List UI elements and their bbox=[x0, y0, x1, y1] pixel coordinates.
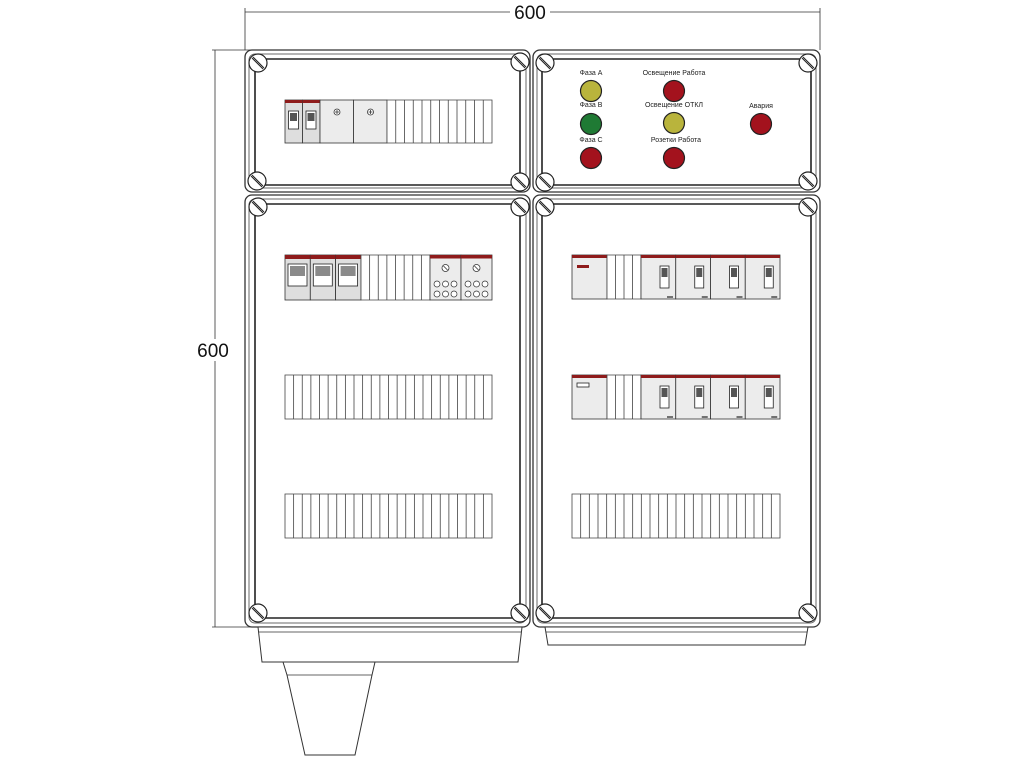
lamp-label: Освещение ОТКЛ bbox=[645, 102, 703, 109]
screw bbox=[798, 53, 818, 73]
dimension-label-bg bbox=[510, 2, 550, 22]
lamp-lighting-on: Освещение Работа bbox=[643, 69, 706, 103]
enclosure-frame-inner bbox=[248, 198, 527, 624]
circuit-breaker bbox=[284, 99, 303, 144]
indicator-lamp bbox=[579, 146, 603, 170]
base-plinth bbox=[544, 626, 809, 646]
terminal-screw bbox=[433, 280, 441, 288]
terminal-screw bbox=[481, 280, 489, 288]
indicator-lamp bbox=[662, 146, 686, 170]
blank-modules bbox=[606, 254, 642, 300]
lamp-label: Фаза В bbox=[580, 102, 603, 109]
circuit-breaker bbox=[710, 254, 746, 300]
screw bbox=[798, 171, 818, 191]
enclosure-frame-inner bbox=[536, 198, 817, 624]
rcd-device bbox=[571, 374, 608, 420]
screw bbox=[247, 171, 267, 191]
lamp-phase-b: Фаза В bbox=[579, 102, 603, 136]
lamp-lighting-off: Освещение ОТКЛ bbox=[645, 102, 703, 135]
indicator-lamp bbox=[662, 79, 686, 103]
indicator-lamp bbox=[579, 112, 603, 136]
enclosure-frame-inner bbox=[536, 53, 817, 189]
modular-device bbox=[319, 99, 354, 144]
screw bbox=[798, 197, 818, 217]
screw bbox=[510, 197, 530, 217]
terminal-screw bbox=[481, 290, 489, 298]
din-rail-bottom-left-1 bbox=[284, 254, 493, 301]
circuit-breaker bbox=[302, 99, 321, 144]
blank-modules-bottom-left-2 bbox=[284, 374, 493, 420]
terminal-screw bbox=[442, 290, 449, 298]
lamp-phase-c: Фаза С bbox=[579, 137, 603, 170]
enclosure-frame-inner bbox=[248, 53, 527, 189]
terminal-device bbox=[429, 254, 462, 301]
circuit-breaker bbox=[675, 374, 711, 420]
indicator-lamp bbox=[749, 112, 773, 136]
base-plinth bbox=[257, 626, 523, 663]
circuit-breaker bbox=[675, 254, 711, 300]
din-rail-bottom-right-1 bbox=[571, 254, 781, 300]
terminal-screw bbox=[473, 290, 480, 298]
screw bbox=[510, 603, 530, 623]
cable-gland bbox=[282, 661, 376, 756]
rcd-device bbox=[571, 254, 608, 300]
lamp-sockets-on: Розетки Работа bbox=[651, 136, 701, 170]
circuit-breaker bbox=[710, 374, 746, 420]
screw bbox=[535, 603, 555, 623]
screw bbox=[535, 53, 555, 73]
blank-modules-bottom-right-3 bbox=[571, 493, 781, 539]
lamp-label: Освещение Работа bbox=[643, 69, 706, 77]
screw bbox=[535, 172, 555, 192]
screw bbox=[798, 603, 818, 623]
indicator-panel: Фаза А Фаза В Фаза С Освещение Работа Ос… bbox=[579, 69, 773, 170]
base-bottom-right bbox=[544, 626, 809, 646]
dimension-width: 600 bbox=[244, 2, 821, 50]
terminal-screw bbox=[450, 280, 458, 288]
indicator-lamp bbox=[662, 111, 686, 135]
screw bbox=[535, 197, 555, 217]
indicator-lamp bbox=[579, 79, 603, 103]
terminal-screw bbox=[464, 280, 472, 288]
lamp-label: Авария bbox=[749, 103, 773, 110]
circuit-breaker-3p bbox=[284, 254, 311, 301]
screw bbox=[510, 172, 530, 192]
lamp-phase-a: Фаза А bbox=[579, 70, 603, 103]
blank-modules bbox=[360, 254, 431, 301]
dimension-height-label: 600 bbox=[197, 341, 229, 362]
screw bbox=[248, 603, 268, 623]
base-bottom-left bbox=[257, 626, 523, 663]
circuit-breaker bbox=[640, 374, 677, 420]
circuit-breaker-3p bbox=[335, 254, 362, 301]
lamp-label: Фаза А bbox=[580, 70, 603, 77]
dimension-height: 600 bbox=[195, 49, 258, 628]
dimension-width-label: 600 bbox=[514, 3, 546, 24]
terminal-device bbox=[460, 254, 493, 301]
screw bbox=[248, 53, 268, 73]
circuit-breaker bbox=[744, 374, 781, 420]
terminal-screw bbox=[473, 280, 480, 288]
blank-modules bbox=[386, 99, 493, 144]
screws bbox=[247, 52, 818, 623]
lamp-label: Фаза С bbox=[579, 137, 602, 144]
din-rail-bottom-right-2 bbox=[571, 374, 781, 420]
blank-modules bbox=[606, 374, 642, 420]
blank-modules-bottom-left-3 bbox=[284, 493, 493, 539]
terminal-screw bbox=[442, 280, 449, 288]
circuit-breaker-3p bbox=[309, 254, 336, 301]
lamp-label: Розетки Работа bbox=[651, 136, 701, 144]
lamp-alarm: Авария bbox=[749, 103, 773, 136]
screw bbox=[510, 52, 530, 72]
terminal-screw bbox=[450, 290, 458, 298]
circuit-breaker bbox=[640, 254, 677, 300]
cable-gland-body bbox=[282, 661, 376, 756]
circuit-breaker bbox=[744, 254, 781, 300]
terminal-screw bbox=[464, 290, 472, 298]
terminal-screw bbox=[433, 290, 441, 298]
screw bbox=[248, 197, 268, 217]
dimension-label-bg bbox=[195, 339, 232, 361]
din-rail-top-left bbox=[284, 99, 493, 144]
modular-device bbox=[353, 99, 388, 144]
